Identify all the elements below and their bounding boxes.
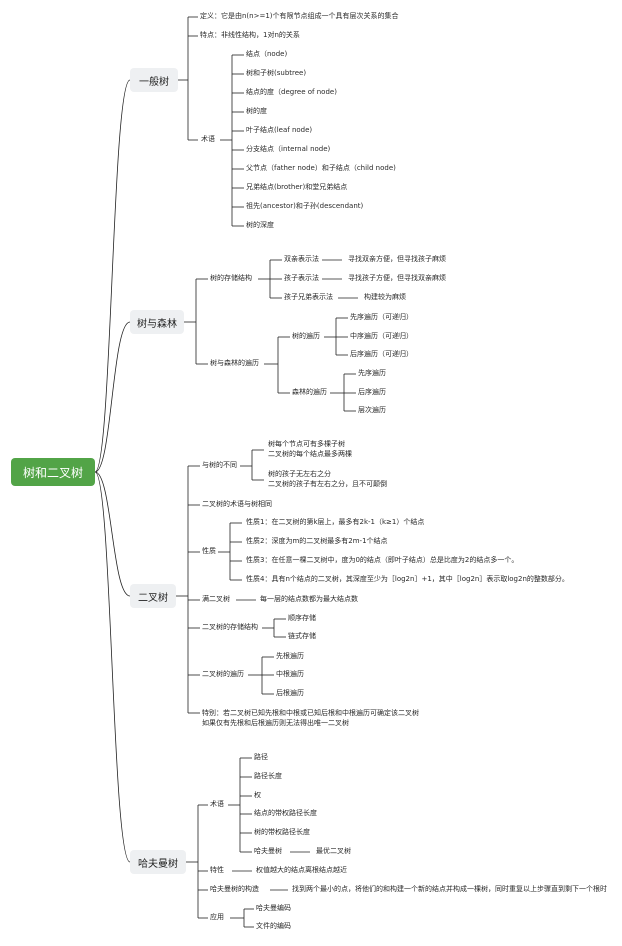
huffman-app-item: 哈夫曼编码 xyxy=(256,904,291,912)
child-sibling-desc: 构建较为麻烦 xyxy=(364,293,406,301)
tree-traversal-label: 树的遍历 xyxy=(292,332,320,340)
term-item: 祖先(ancestor)和子孙(descendant) xyxy=(246,202,364,210)
parent-repr: 双亲表示法 xyxy=(284,255,319,263)
term-item: 父节点（father node）和子结点（child node) xyxy=(246,164,396,172)
term-item: 结点（node) xyxy=(246,50,288,58)
special-note: 特别：若二叉树已知先根和中根或已知后根和中根遍历可确定该二叉树 xyxy=(202,709,419,717)
huffman-app-label: 应用 xyxy=(210,913,224,921)
property-item: 性质2：深度为m的二叉树最多有2m-1个结点 xyxy=(246,537,388,545)
difference-text: 二叉树的每个结点最多两棵 xyxy=(268,450,352,458)
huffman-term: 路径长度 xyxy=(254,772,282,780)
parent-repr-desc: 寻找双亲方便，但寻找孩子麻烦 xyxy=(348,255,446,263)
huffman-terms-label: 术语 xyxy=(210,800,224,808)
storage-structure-label: 树的存储结构 xyxy=(210,274,252,282)
property-item: 性质4：具有n个结点的二叉树，其深度至少为［log2n］+1，其中［log2n］… xyxy=(246,575,569,583)
forest-traversal-item: 层次遍历 xyxy=(358,406,386,414)
term-item: 兄弟结点(brother)和堂兄弟结点 xyxy=(246,183,348,191)
binary-traversal-item: 后根遍历 xyxy=(276,689,304,697)
huffman-term: 树的带权路径长度 xyxy=(254,828,310,836)
property-item: 性质3：在任意一棵二叉树中，度为0的结点（即叶子结点）总是比度为2的结点多一个。 xyxy=(246,556,519,564)
huffman-term: 权 xyxy=(254,791,261,799)
terms-label: 术语 xyxy=(201,135,215,143)
difference-text: 树的孩子无左右之分 xyxy=(268,470,331,478)
branch-huffman-tree[interactable]: 哈夫曼树 xyxy=(130,850,186,874)
tree-traversal-item: 中序遍历（可递归） xyxy=(350,332,413,340)
tree-traversal-item: 先序遍历（可递归） xyxy=(350,313,413,321)
branch-binary-tree[interactable]: 二叉树 xyxy=(130,584,176,608)
root-node[interactable]: 树和二叉树 xyxy=(11,458,95,486)
tree-traversal-item: 后序遍历（可递归） xyxy=(350,350,413,358)
traversal-label: 树与森林的遍历 xyxy=(210,359,259,367)
huffman-build-label: 哈夫曼树的构造 xyxy=(210,885,259,893)
branch-general-tree[interactable]: 一般树 xyxy=(130,68,178,92)
definition-text: 定义：它是由n(n>=1)个有限节点组成一个具有层次关系的集合 xyxy=(200,12,399,20)
huffman-feature-desc: 权值越大的结点离根结点越近 xyxy=(256,866,347,874)
term-item: 结点的度（degree of node) xyxy=(246,88,337,96)
forest-traversal-label: 森林的遍历 xyxy=(292,388,327,396)
binary-traversal-item: 中根遍历 xyxy=(276,670,304,678)
difference-label: 与树的不同 xyxy=(202,461,237,469)
huffman-term: 路径 xyxy=(254,753,268,761)
term-item: 树的度 xyxy=(246,107,267,115)
same-terms-text: 二叉树的术语与树相同 xyxy=(202,500,272,508)
term-item: 树和子树(subtree) xyxy=(246,69,307,77)
difference-text: 树每个节点可有多棵子树 xyxy=(268,440,345,448)
optimal-tree-text: 最优二叉树 xyxy=(316,847,351,855)
storage-item: 链式存储 xyxy=(288,632,316,640)
special-note: 如果仅有先根和后根遍历则无法得出唯一二叉树 xyxy=(202,719,349,727)
huffman-feature-label: 特性 xyxy=(210,866,224,874)
term-item: 分支结点（internal node) xyxy=(246,145,331,153)
term-item: 叶子结点(leaf node) xyxy=(246,126,313,134)
huffman-app-item: 文件的编码 xyxy=(256,922,291,930)
term-item: 树的深度 xyxy=(246,221,274,229)
binary-storage-label: 二叉树的存储结构 xyxy=(202,623,258,631)
forest-traversal-item: 后序遍历 xyxy=(358,388,386,396)
full-binary-tree-desc: 每一层的结点数都为最大结点数 xyxy=(260,595,358,603)
branch-tree-forest[interactable]: 树与森林 xyxy=(130,310,184,334)
huffman-term: 结点的带权路径长度 xyxy=(254,809,317,817)
difference-text: 二叉树的孩子有左右之分，且不可颠倒 xyxy=(268,480,387,488)
child-repr: 孩子表示法 xyxy=(284,274,319,282)
huffman-build-desc: 找到两个最小的点，将他们的和构建一个新的结点并构成一棵树，同时重复以上步骤直到剩… xyxy=(292,885,607,893)
property-label: 性质 xyxy=(202,547,216,555)
full-binary-tree-label: 满二叉树 xyxy=(202,595,230,603)
binary-traversal-item: 先根遍历 xyxy=(276,652,304,660)
child-sibling-repr: 孩子兄弟表示法 xyxy=(284,293,333,301)
feature-text: 特点：非线性结构，1对n的关系 xyxy=(200,31,300,39)
child-repr-desc: 寻找孩子方便，但寻找双亲麻烦 xyxy=(348,274,446,282)
storage-item: 顺序存储 xyxy=(288,614,316,622)
forest-traversal-item: 先序遍历 xyxy=(358,369,386,377)
property-item: 性质1：在二叉树的第k层上，最多有2k-1（k≥1）个结点 xyxy=(246,518,425,526)
huffman-term: 哈夫曼树 xyxy=(254,847,282,855)
binary-traversal-label: 二叉树的遍历 xyxy=(202,670,244,678)
